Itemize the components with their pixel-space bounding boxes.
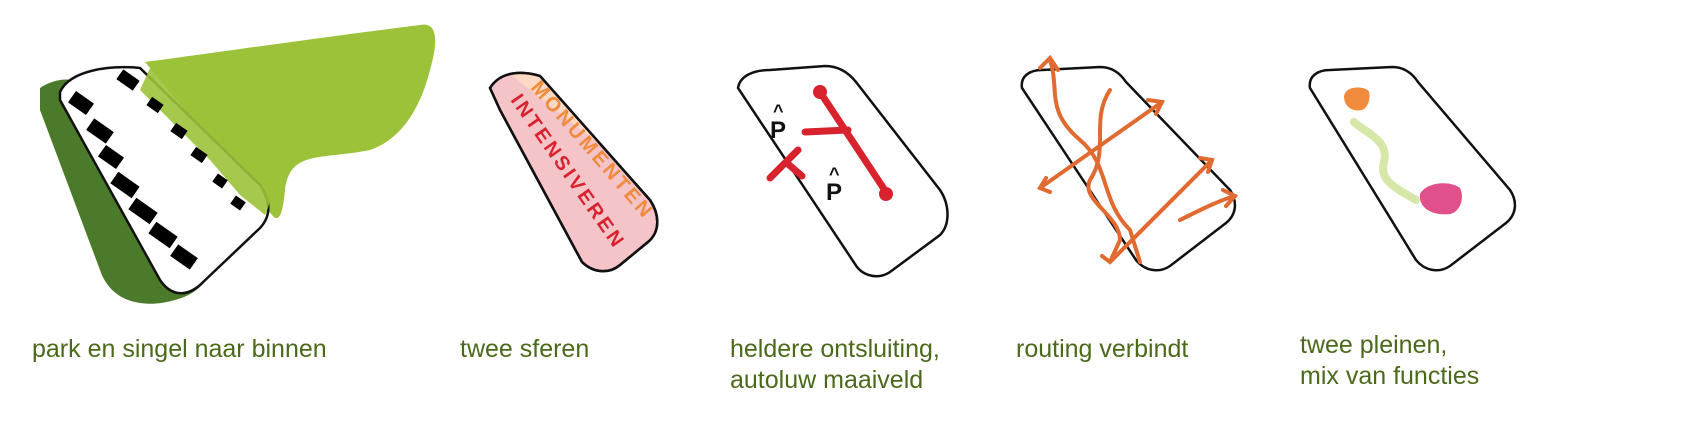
panel-routing: routing verbindt: [1016, 0, 1310, 442]
plein-magenta: [1419, 183, 1462, 215]
road-end-node: [879, 187, 893, 201]
caption-routing: routing verbindt: [1016, 334, 1188, 365]
two-squares-icon: [1308, 65, 1517, 272]
parking-label: P: [770, 117, 786, 144]
caption-park: park en singel naar binnen: [32, 334, 327, 365]
routing-arrows-icon: [1020, 54, 1239, 272]
parking-label: P: [826, 179, 842, 206]
site-outline: [58, 65, 270, 295]
caption-line: twee sferen: [460, 335, 590, 363]
plein-orange: [1344, 87, 1370, 111]
two-spheres-icon: MONUMENTEN INTENSIVEREN: [488, 71, 659, 273]
route-lines: [1038, 58, 1237, 264]
caption-line: routing verbindt: [1016, 335, 1189, 363]
site-outline: [1308, 65, 1517, 272]
caption-line: autoluw maaiveld: [730, 366, 924, 394]
road-network: [766, 88, 890, 196]
parking-mark: ^: [773, 101, 784, 121]
road-end-node: [813, 85, 827, 99]
caption-line: mix van functies: [1300, 362, 1480, 390]
caption-access: heldere ontsluiting, autoluw maaiveld: [730, 334, 940, 396]
panel-squares: twee pleinen, mix van functies: [1300, 0, 1560, 442]
panel-spheres: MONUMENTEN INTENSIVEREN twee sferen: [460, 0, 770, 442]
caption-line: heldere ontsluiting,: [730, 335, 940, 363]
route-arrowheads: [1037, 54, 1239, 265]
panel-access: ^ P ^ P heldere ontsluiting, autoluw maa…: [730, 0, 1060, 442]
panel-park: park en singel naar binnen: [0, 0, 470, 442]
caption-line: twee pleinen,: [1300, 331, 1448, 359]
green-link: [1350, 118, 1420, 204]
access-road-icon: ^ P ^ P: [736, 64, 949, 278]
building-blocks: [67, 69, 246, 270]
parking-mark: ^: [829, 164, 840, 184]
caption-spheres: twee sferen: [460, 334, 589, 365]
light-green-park: [145, 24, 436, 219]
caption-squares: twee pleinen, mix van functies: [1300, 330, 1479, 392]
caption-line: park en singel naar binnen: [32, 335, 327, 363]
park-site-plan-icon: [40, 24, 436, 304]
